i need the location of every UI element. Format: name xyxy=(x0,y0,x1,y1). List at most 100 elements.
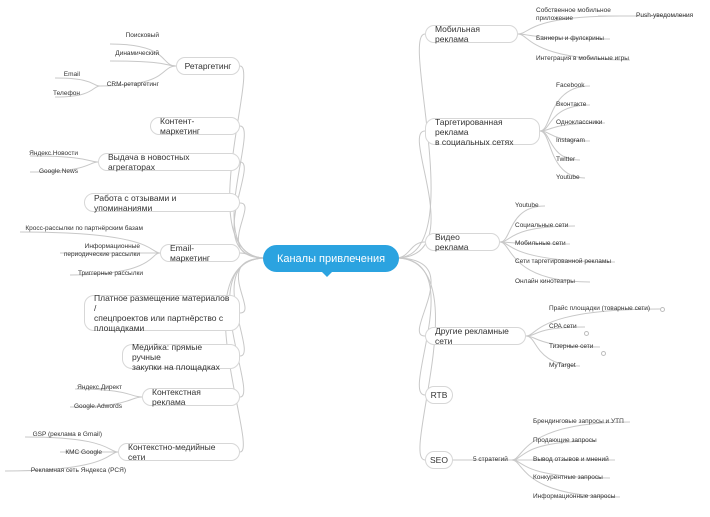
collapsed-indicator[interactable] xyxy=(584,331,589,336)
leaf-teaser-networks[interactable]: Тизерные сети xyxy=(549,343,594,350)
leaf-youtube[interactable]: Youtube xyxy=(515,202,539,209)
leaf-targeting-networks[interactable]: Сети таргетированной рекламы xyxy=(515,258,612,265)
node-paid-placement[interactable]: Платное размещение материалов / спецпрое… xyxy=(84,293,240,333)
connector xyxy=(525,308,661,337)
connector xyxy=(525,335,581,367)
leaf-cross-mailing[interactable]: Кросс-рассылки по партнёрским базам xyxy=(25,225,143,232)
leaf-mobile-games[interactable]: Интеграция в мобильные игры xyxy=(536,55,629,62)
connector xyxy=(395,130,432,259)
leaf-push-notifications[interactable]: Push-уведомления xyxy=(636,12,694,19)
leaf-google-adwords[interactable]: Google.Adwords xyxy=(73,403,122,410)
leaf-selling-queries[interactable]: Продающие запросы xyxy=(533,437,597,444)
node-label: Таргетированная реклама в социальных сет… xyxy=(435,116,514,147)
node-context-ads[interactable]: Контекстная реклама xyxy=(142,387,240,407)
node-video-ads[interactable]: Видео реклама xyxy=(425,232,500,252)
leaf-search-retargeting[interactable]: Поисковый xyxy=(125,32,159,39)
connector xyxy=(511,459,611,479)
connector xyxy=(19,231,161,254)
connector xyxy=(517,33,631,61)
node-label: Контекстная реклама xyxy=(152,387,201,407)
connector xyxy=(539,122,606,132)
node-label: SEO xyxy=(430,455,448,465)
leaf-social-networks[interactable]: Социальные сети xyxy=(515,222,569,229)
node-seo[interactable]: SEO xyxy=(425,451,453,469)
leaf-reviews-output[interactable]: Вывод отзывов и мнений xyxy=(533,456,609,463)
connector xyxy=(395,257,432,337)
node-mobile-ads[interactable]: Мобильная реклама xyxy=(425,24,518,44)
collapsed-indicator[interactable] xyxy=(660,307,665,312)
leaf-instagram[interactable]: Instagram xyxy=(556,137,585,144)
node-social-targeting[interactable]: Таргетированная реклама в социальных сет… xyxy=(425,116,540,147)
connector xyxy=(395,241,426,259)
node-label: Другие рекламные сети xyxy=(435,326,509,346)
leaf-periodic-mailing[interactable]: Информационные периодические рассылки xyxy=(63,243,140,258)
node-context-media-networks[interactable]: Контекстно-медийные сети xyxy=(118,442,240,462)
leaf-brand-queries[interactable]: Брендинговые запросы и УТП xyxy=(533,418,624,425)
node-media-buying[interactable]: Медийка: прямые ручные закупки на площад… xyxy=(122,341,240,372)
connector xyxy=(517,15,621,35)
leaf-info-queries[interactable]: Информационные запросы xyxy=(533,493,616,500)
leaf-crm-retargeting[interactable]: CRM-ретаргетинг xyxy=(106,81,159,88)
node-label: Контекстно-медийные сети xyxy=(128,442,216,462)
node-label: Медийка: прямые ручные закупки на площад… xyxy=(132,341,220,372)
leaf-trigger-mailing[interactable]: Триггерные рассылки xyxy=(77,270,143,277)
node-label: Мобильная реклама xyxy=(435,24,480,44)
leaf-odnoklassniki[interactable]: Одноклассники xyxy=(556,119,603,126)
connector xyxy=(4,451,119,472)
node-label: Выдача в новостных агрегаторах xyxy=(108,152,190,172)
connector xyxy=(517,33,611,40)
seo-strategies-label[interactable]: 5 стратегий xyxy=(473,456,508,463)
leaf-yandex-direct[interactable]: Яндекс.Директ xyxy=(77,384,122,391)
node-retargeting[interactable]: Ретаргетинг xyxy=(176,57,240,75)
leaf-facebook[interactable]: Facebook xyxy=(556,82,585,89)
connector xyxy=(511,459,621,498)
root-label: Каналы привлечения xyxy=(276,252,386,265)
leaf-banners-fullscreens[interactable]: Баннеры и фулскрины xyxy=(536,35,604,42)
leaf-phone[interactable]: Телефон xyxy=(53,90,80,97)
node-news-aggregators[interactable]: Выдача в новостных агрегаторах xyxy=(98,152,240,172)
leaf-price-platforms[interactable]: Прайс площадки (товарные сети) xyxy=(549,305,651,312)
leaf-email[interactable]: Email xyxy=(63,71,80,78)
connector xyxy=(525,326,586,337)
root-pointer xyxy=(321,271,333,277)
connector xyxy=(511,421,631,461)
node-rtb[interactable]: RTB xyxy=(425,386,453,404)
leaf-online-cinemas[interactable]: Онлайн кинотеатры xyxy=(515,278,575,285)
node-other-ad-networks[interactable]: Другие рекламные сети xyxy=(425,326,526,346)
connector xyxy=(29,161,99,173)
node-reviews[interactable]: Работа с отзывами и упоминаниями xyxy=(84,192,240,213)
leaf-rsya[interactable]: Рекламная сеть Яндекса (РСЯ) xyxy=(30,467,126,474)
connector xyxy=(237,202,267,259)
root-node[interactable]: Каналы привлечения xyxy=(263,245,399,277)
leaf-twitter[interactable]: Twitter xyxy=(556,156,576,163)
collapsed-indicator[interactable] xyxy=(601,351,606,356)
leaf-youtube-social[interactable]: Youtube xyxy=(556,174,580,181)
connector xyxy=(233,125,267,259)
leaf-yandex-news[interactable]: Яндекс.Новости xyxy=(29,150,78,157)
node-label: Видео реклама xyxy=(435,232,469,252)
connector xyxy=(99,65,177,87)
connector xyxy=(237,257,267,314)
leaf-cpa-networks[interactable]: CPA сети xyxy=(549,323,577,330)
leaf-own-mobile-app[interactable]: Собственное мобильное приложение xyxy=(536,7,611,22)
connector xyxy=(539,130,586,179)
connector xyxy=(499,225,576,243)
connector xyxy=(395,257,437,461)
node-label: Работа с отзывами и упоминаниями xyxy=(94,192,177,213)
leaf-kms-google[interactable]: КМС Google xyxy=(65,449,102,456)
leaf-google-news[interactable]: Google.News xyxy=(38,168,78,175)
leaf-mobile-networks[interactable]: Мобильные сети xyxy=(515,240,566,247)
leaf-dynamic-retargeting[interactable]: Динамический xyxy=(115,50,159,57)
connector xyxy=(74,388,143,398)
connector xyxy=(24,436,119,453)
leaf-vkontakte[interactable]: Вконтакте xyxy=(556,101,587,108)
leaf-gsp[interactable]: GSP (реклама в Gmail) xyxy=(32,431,102,438)
node-label: Email-маркетинг xyxy=(170,243,210,263)
leaf-competitor-queries[interactable]: Конкурентные запросы xyxy=(533,474,603,481)
node-content-marketing[interactable]: Контент-маркетинг xyxy=(150,116,240,136)
node-email-marketing[interactable]: Email-маркетинг xyxy=(160,243,240,263)
node-label: RTB xyxy=(430,390,448,400)
leaf-mytarget[interactable]: MyTarget xyxy=(549,362,576,369)
connector xyxy=(69,252,161,276)
